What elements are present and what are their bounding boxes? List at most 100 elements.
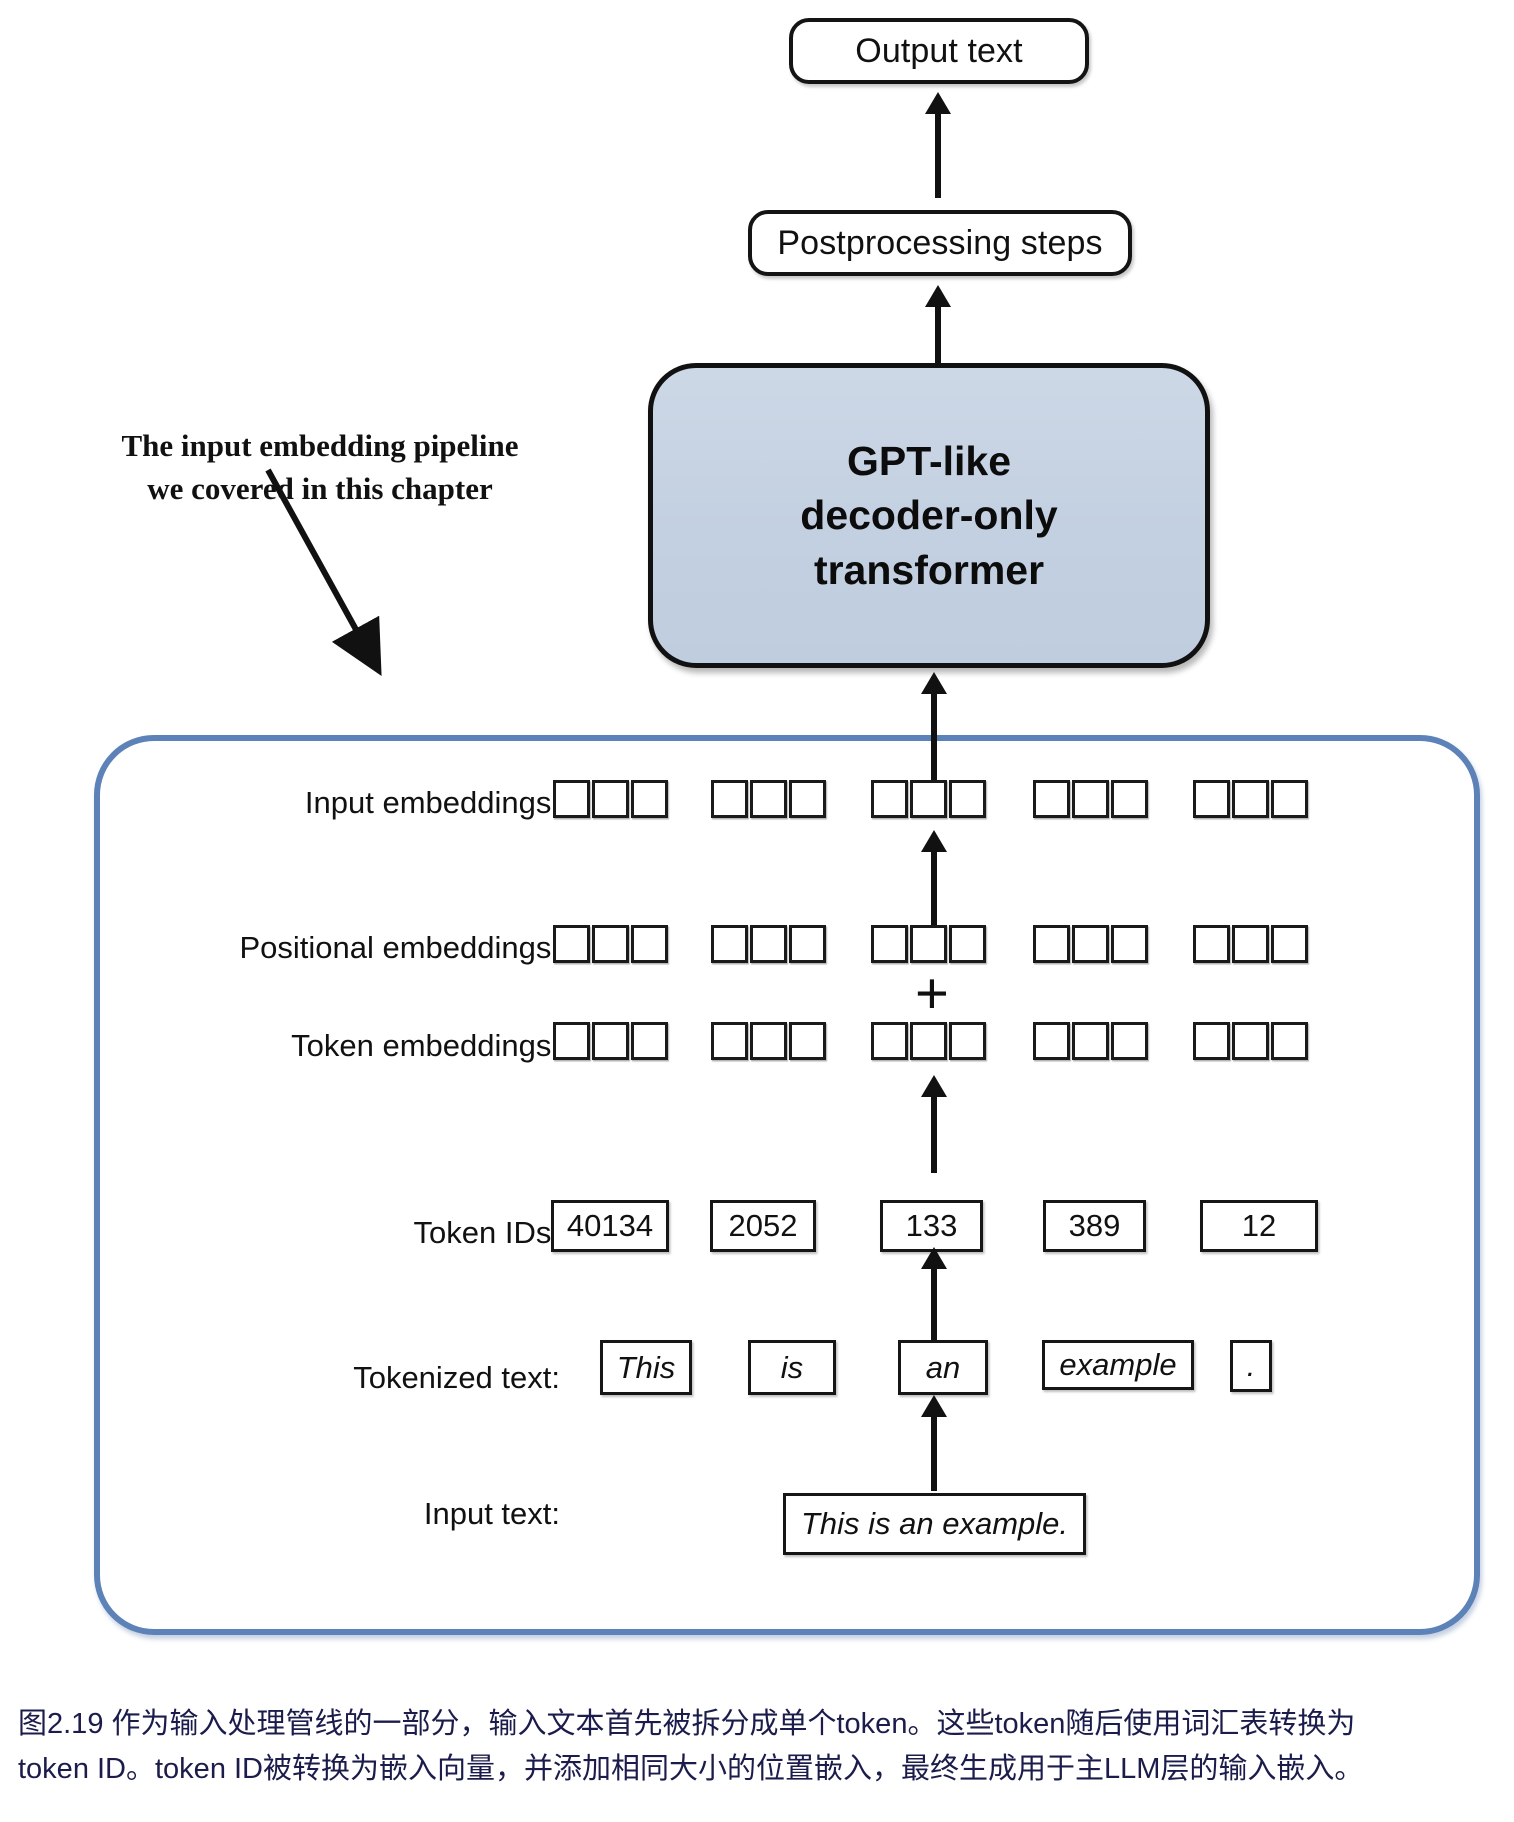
positional-embeddings-group (711, 925, 826, 963)
token-id-box: 12 (1200, 1200, 1318, 1252)
embedding-cell (592, 1022, 629, 1060)
embedding-cell (789, 925, 826, 963)
embedding-cell (1271, 1022, 1308, 1060)
arrow-postprocessing-to-output (935, 110, 941, 198)
input-embedding-pipeline-container (94, 735, 1480, 1635)
output-text-box: Output text (789, 18, 1089, 84)
embedding-cell (1033, 780, 1070, 818)
embedding-cell (1232, 780, 1269, 818)
embedding-cell (1111, 925, 1148, 963)
arrow-embeddings-to-transformer (931, 690, 937, 810)
gpt-transformer-label: GPT-like decoder-only transformer (800, 434, 1057, 598)
embedding-cell (631, 925, 668, 963)
embedding-cell (553, 1022, 590, 1060)
input-embeddings-group (871, 780, 986, 818)
embedding-cell (949, 780, 986, 818)
token-id-box: 133 (880, 1200, 983, 1252)
token-embeddings-group (1193, 1022, 1308, 1060)
embedding-cell (1271, 925, 1308, 963)
token-box: example (1042, 1340, 1194, 1390)
input-embeddings-group (711, 780, 826, 818)
embedding-cell (711, 1022, 748, 1060)
input-embeddings-group (1193, 780, 1308, 818)
transformer-line-3: transformer (813, 546, 1045, 593)
embedding-cell (1072, 925, 1109, 963)
positional-embeddings-group (1193, 925, 1308, 963)
embedding-cell (1271, 780, 1308, 818)
embedding-cell (711, 925, 748, 963)
figure-caption: 图2.19 作为输入处理管线的一部分，输入文本首先被拆分成单个token。这些t… (18, 1702, 1502, 1792)
token-embeddings-group (711, 1022, 826, 1060)
embedding-cell (1111, 1022, 1148, 1060)
annotation-arrow-icon (265, 468, 382, 677)
embedding-cell (949, 1022, 986, 1060)
embedding-cell (1111, 780, 1148, 818)
embedding-cell (1232, 925, 1269, 963)
token-id-box: 40134 (551, 1200, 669, 1252)
embedding-cell (871, 1022, 908, 1060)
token-id-box: 2052 (710, 1200, 816, 1252)
annotation-line-2: we covered in this chapter (147, 470, 493, 506)
embedding-cell (871, 780, 908, 818)
postprocessing-steps-label: Postprocessing steps (777, 223, 1103, 262)
caption-line-2: token ID。token ID被转换为嵌入向量，并添加相同大小的位置嵌入，最… (18, 1752, 1364, 1785)
embedding-cell (1033, 925, 1070, 963)
caption-line-1: 图2.19 作为输入处理管线的一部分，输入文本首先被拆分成单个token。这些t… (18, 1708, 1356, 1740)
arrow-tokenized-to-token-ids (931, 1265, 937, 1343)
annotation-line-1: The input embedding pipeline (121, 428, 519, 463)
positional-embeddings-group (553, 925, 668, 963)
embedding-cell (871, 925, 908, 963)
transformer-line-1: GPT-like (846, 437, 1012, 484)
token-embeddings-group (553, 1022, 668, 1060)
pipeline-annotation: The input embedding pipeline we covered … (100, 425, 540, 511)
token-embeddings-group (871, 1022, 986, 1060)
embedding-cell (1033, 1022, 1070, 1060)
embedding-cell (1193, 1022, 1230, 1060)
embedding-cell (750, 925, 787, 963)
embedding-cell (750, 780, 787, 818)
arrow-input-to-tokenized (931, 1413, 937, 1491)
embedding-cell (789, 780, 826, 818)
row-label-input-embeddings: Input embeddings: (304, 785, 560, 820)
embedding-cell (1193, 780, 1230, 818)
token-embeddings-group (1033, 1022, 1148, 1060)
positional-embeddings-group (871, 925, 986, 963)
embedding-cell (750, 1022, 787, 1060)
transformer-line-2: decoder-only (800, 492, 1058, 539)
token-box: This (600, 1340, 692, 1395)
embedding-cell (1193, 925, 1230, 963)
embedding-cell (592, 780, 629, 818)
arrow-sum-to-input-embeddings (931, 848, 937, 928)
input-embeddings-group (553, 780, 668, 818)
gpt-transformer-box: GPT-like decoder-only transformer (648, 363, 1210, 668)
input-text-box: This is an example. (783, 1493, 1086, 1555)
postprocessing-steps-box: Postprocessing steps (748, 210, 1132, 276)
embedding-cell (711, 780, 748, 818)
token-box: is (748, 1340, 836, 1395)
row-label-token-ids: Token IDs: (413, 1215, 560, 1250)
arrow-token-ids-to-token-embeddings (931, 1093, 937, 1173)
embedding-cell (592, 925, 629, 963)
embedding-cell (553, 780, 590, 818)
positional-embeddings-group (1033, 925, 1148, 963)
row-label-tokenized-text: Tokenized text: (353, 1360, 560, 1395)
token-box: an (898, 1340, 988, 1395)
embedding-cell (631, 780, 668, 818)
arrow-transformer-to-postprocessing (935, 303, 941, 383)
token-box: . (1230, 1340, 1272, 1392)
embedding-cell (553, 925, 590, 963)
token-id-box: 389 (1043, 1200, 1146, 1252)
embedding-cell (1232, 1022, 1269, 1060)
embedding-cell (910, 780, 947, 818)
row-label-token-embeddings: Token embeddings: (291, 1028, 560, 1063)
embedding-cell (1072, 780, 1109, 818)
embedding-cell (1072, 1022, 1109, 1060)
row-label-input-text: Input text: (423, 1496, 560, 1531)
input-embeddings-group (1033, 780, 1148, 818)
embedding-cell (910, 1022, 947, 1060)
row-label-positional-embeddings: Positional embeddings: (239, 930, 560, 965)
embedding-cell (789, 1022, 826, 1060)
embedding-cell (631, 1022, 668, 1060)
embedding-cell (910, 925, 947, 963)
output-text-label: Output text (855, 31, 1023, 70)
